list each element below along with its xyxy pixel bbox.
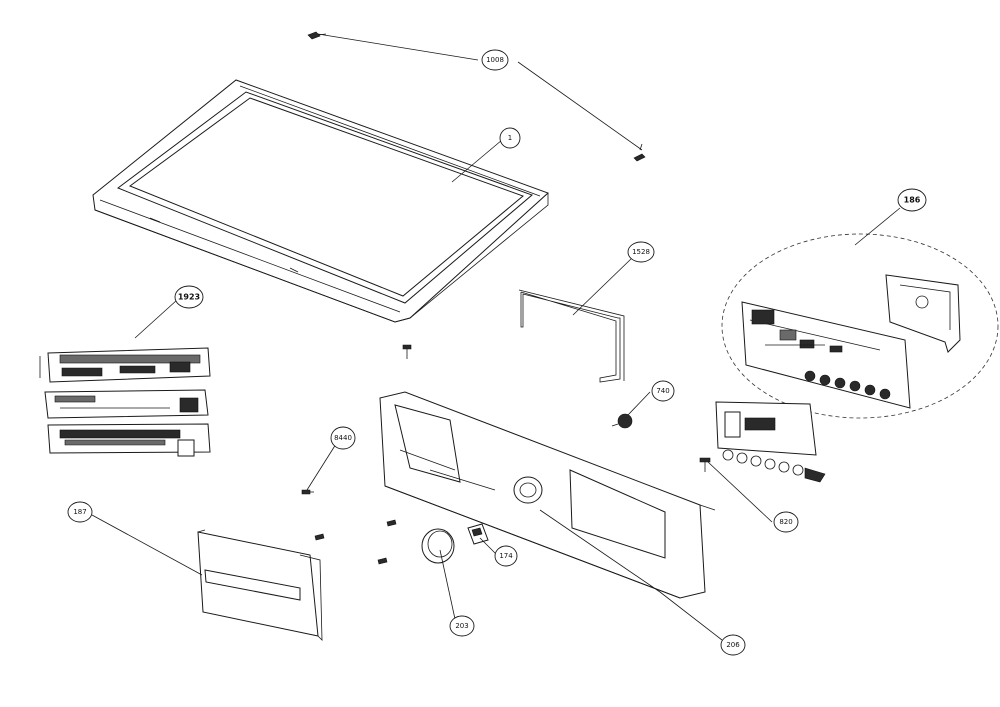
callout-174: 174 [494, 545, 518, 567]
callout-1008: 1008 [481, 49, 509, 71]
knob-203 [421, 528, 455, 564]
screw-front-cover [402, 344, 412, 359]
callout-label-203: 203 [455, 622, 468, 630]
callout-206: 206 [720, 634, 746, 656]
callout-label-740: 740 [656, 387, 669, 395]
control-board-1923 [39, 347, 211, 457]
wire-bracket [518, 289, 625, 383]
callout-1528: 1528 [627, 241, 655, 263]
callout-label-186: 186 [904, 196, 921, 205]
pcb-assembly-186 [721, 233, 999, 419]
leader-lines [91, 33, 901, 641]
callout-187: 187 [67, 501, 93, 523]
callout-203: 203 [449, 615, 475, 637]
callout-740: 740 [651, 380, 675, 402]
part-174 [467, 523, 489, 545]
callout-label-187: 187 [73, 508, 86, 516]
spring-740 [611, 413, 633, 429]
control-panel-206 [379, 391, 716, 599]
top-cover [92, 79, 549, 323]
callout-label-8440: 8440 [334, 434, 352, 442]
screw-1008-right [633, 143, 646, 162]
callout-label-174: 174 [499, 552, 513, 560]
callout-1923: 1923 [174, 285, 204, 309]
callout-label-1008: 1008 [486, 56, 504, 64]
screw-1008-left [307, 31, 327, 40]
callout-label-1: 1 [508, 134, 512, 142]
callout-186: 186 [897, 188, 927, 212]
drawer-handle-187 [197, 529, 323, 641]
screw-8440 [301, 489, 314, 495]
display-module-820 [715, 401, 826, 483]
screw-small-3 [377, 557, 388, 565]
callout-8440: 8440 [330, 426, 356, 450]
callout-label-206: 206 [726, 641, 740, 649]
callout-label-820: 820 [779, 518, 792, 526]
screw-small-2 [386, 519, 397, 527]
callout-1: 1 [499, 127, 521, 149]
callout-label-1528: 1528 [632, 248, 650, 256]
callout-820: 820 [773, 511, 799, 533]
screw-small-1 [314, 533, 325, 541]
callout-label-1923: 1923 [178, 293, 200, 302]
screw-820 [699, 457, 711, 472]
